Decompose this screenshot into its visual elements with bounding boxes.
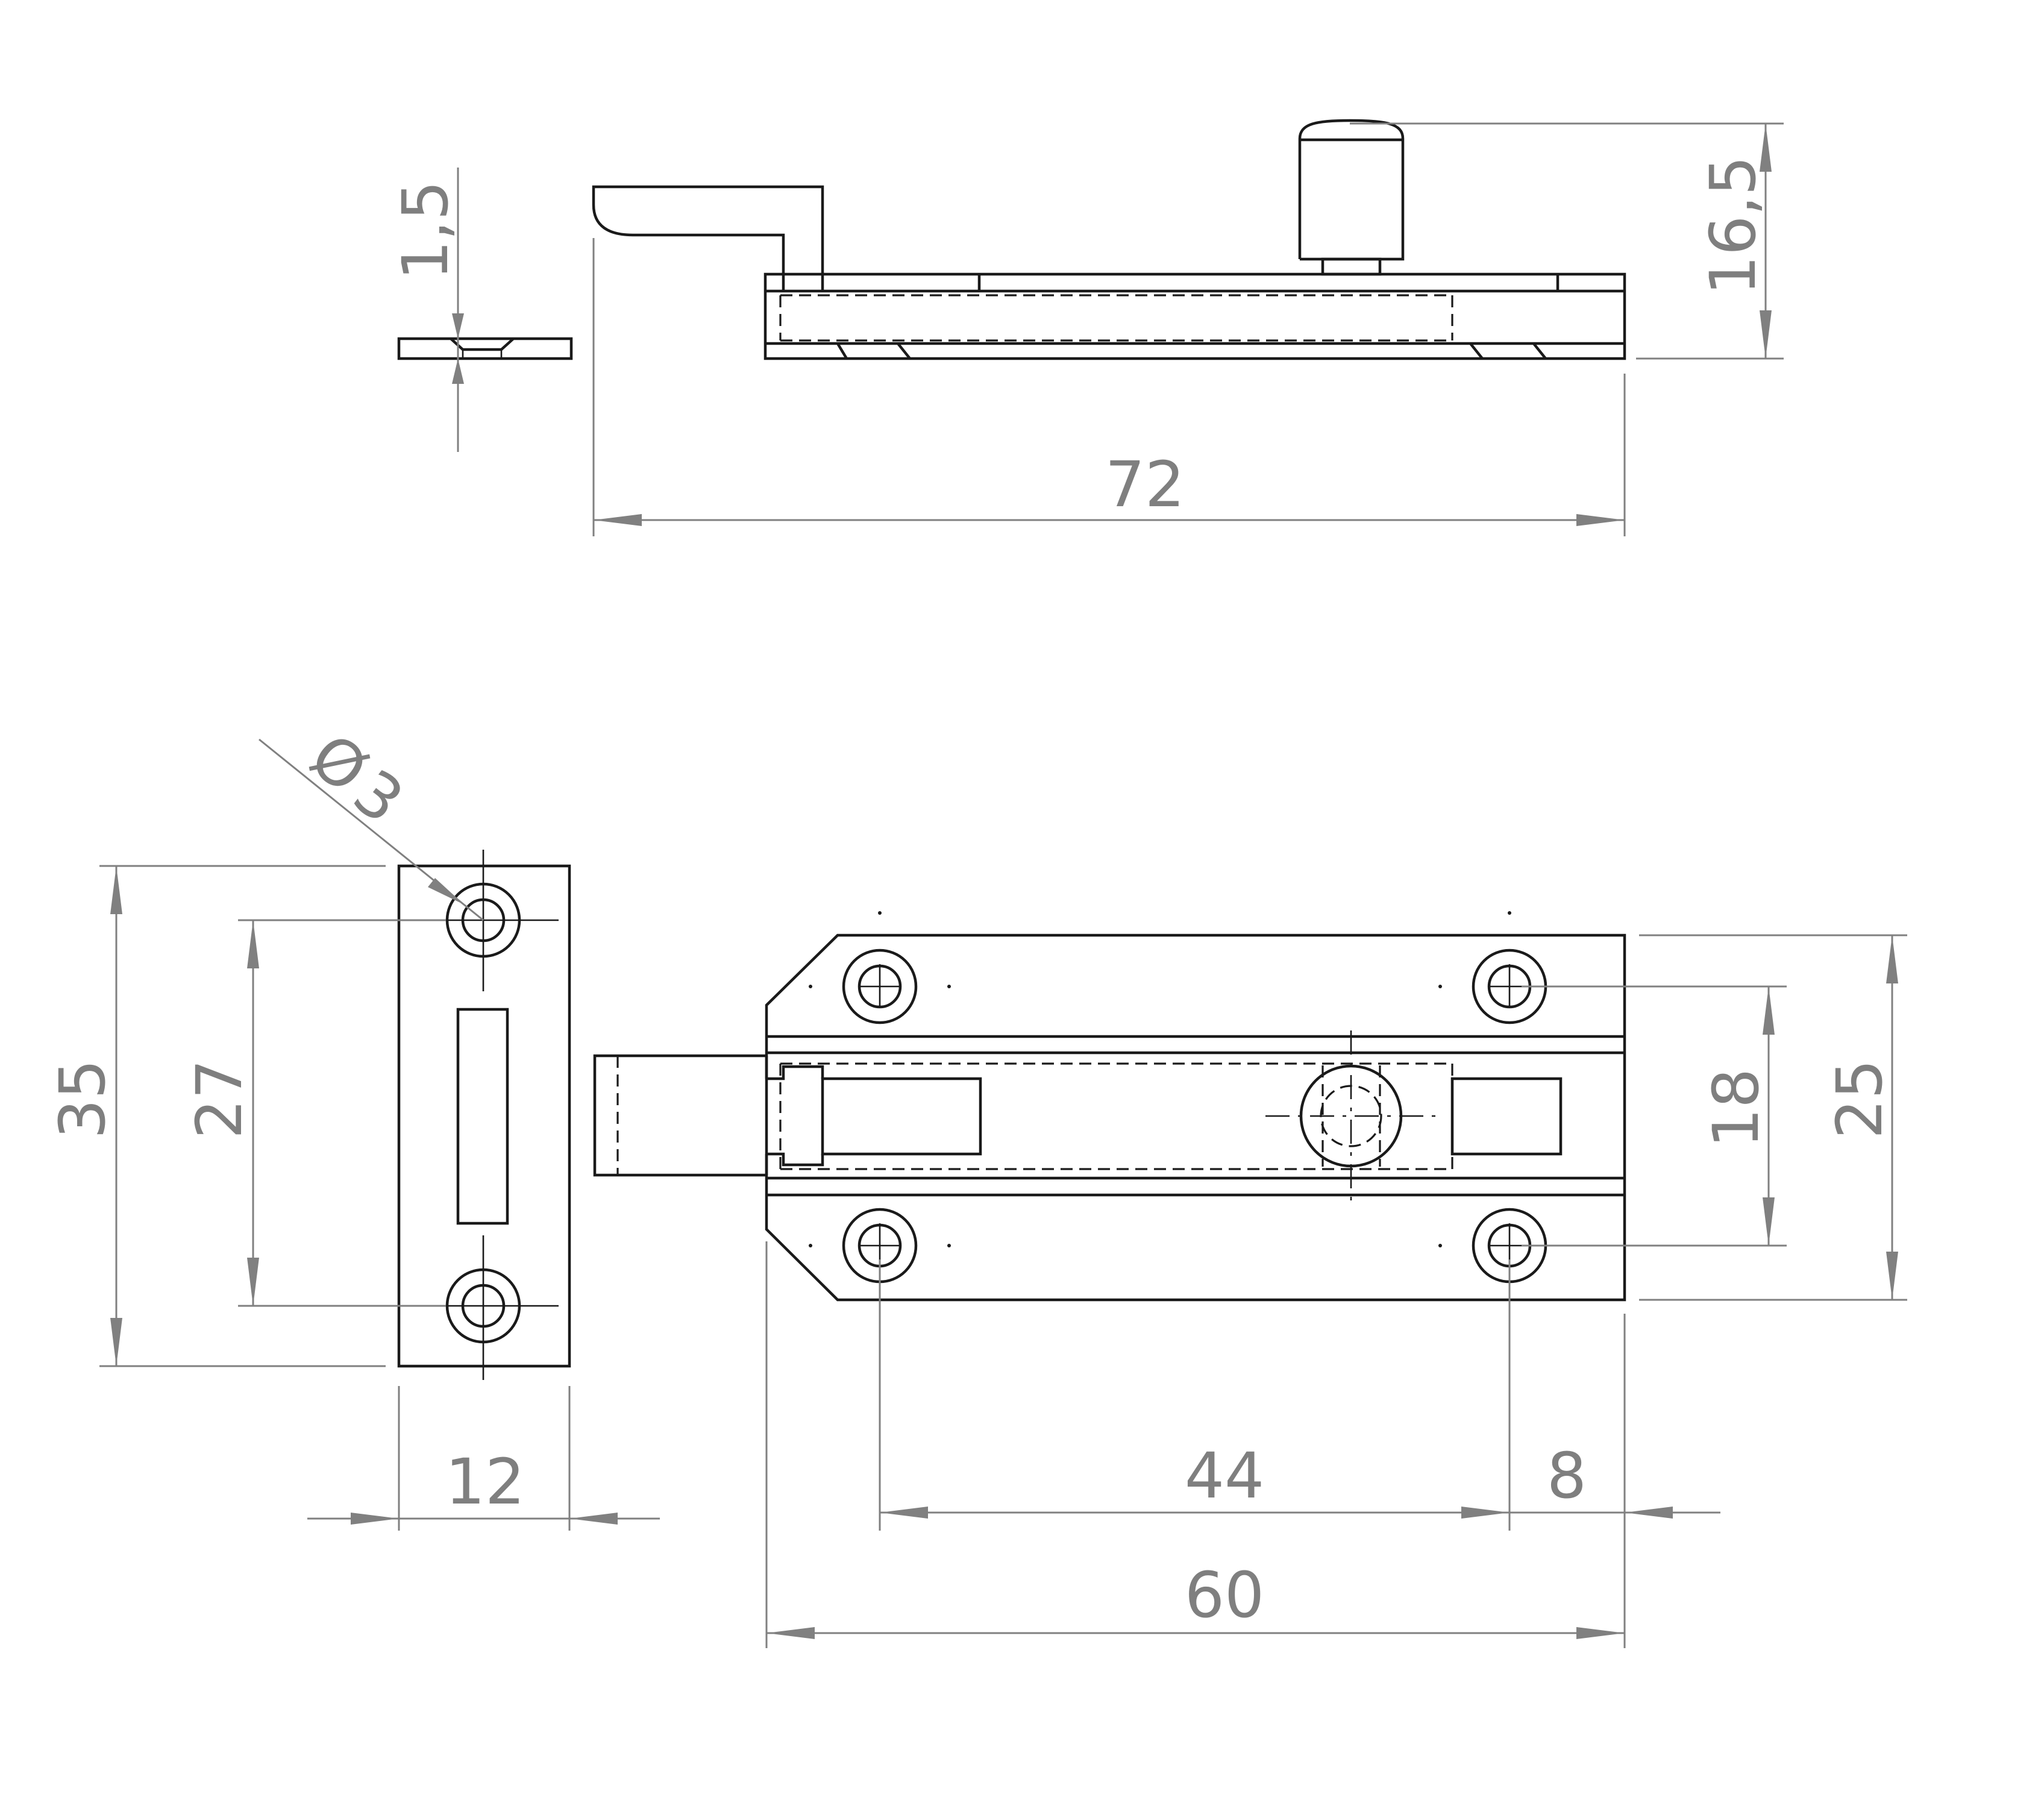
- bolt-end-front: [593, 1054, 824, 1177]
- keeper-front-view: [397, 850, 571, 1380]
- height-label: 16,5: [1696, 155, 1770, 295]
- dimension-bolt-hole-spacing: 18: [1522, 985, 1787, 1247]
- bolt-crank-side: [592, 185, 824, 291]
- overall-length-label: 72: [1105, 448, 1185, 521]
- side-view: [397, 119, 1626, 360]
- dimension-hole-diameter: Ø 3: [259, 720, 484, 921]
- bolt-knob-side: [1298, 119, 1405, 276]
- mount-hole-top-left: [842, 949, 918, 1024]
- plate-width-label: 25: [1823, 1059, 1896, 1139]
- dimension-keeper-width: 12: [307, 1386, 660, 1531]
- dimension-plate-length: 60: [765, 1241, 1625, 1648]
- thickness-label: 1,5: [389, 181, 462, 280]
- centerline-ticks: [809, 911, 1511, 1247]
- keeper-width-label: 12: [445, 1445, 525, 1519]
- plate-length-label: 60: [1185, 1558, 1264, 1632]
- hole-edge-label: 8: [1547, 1439, 1587, 1513]
- keeper-hole-spacing-label: 27: [183, 1059, 256, 1139]
- dimension-keeper-height: 35: [46, 865, 386, 1367]
- bolt-hole-spacing-label: 18: [1699, 1068, 1773, 1148]
- bolt-front-view: [593, 911, 1626, 1302]
- dimension-height: 16,5: [1350, 122, 1784, 360]
- bolt-hidden-front: [779, 1062, 1453, 1170]
- hole-pitch-label: 44: [1185, 1439, 1264, 1513]
- slot-left: [821, 1077, 982, 1156]
- bolt-hidden-side: [779, 290, 1625, 342]
- dimension-overall-length: 72: [592, 238, 1626, 536]
- dimension-hole-pitch: 44: [879, 1259, 1511, 1531]
- keeper-height-label: 35: [46, 1059, 119, 1139]
- dimension-plate-width: 25: [1639, 934, 1907, 1301]
- keeper-side-section: [397, 337, 573, 360]
- bolt-knob-front: [1265, 1030, 1440, 1202]
- dimension-keeper-hole-spacing: 27: [183, 919, 446, 1307]
- base-plate-side: [763, 272, 1626, 360]
- dimension-thickness: 1,5: [389, 168, 464, 452]
- base-plate-front: [765, 933, 1626, 1302]
- slot-right: [1450, 1077, 1563, 1156]
- dimension-hole-edge: 8: [1509, 1314, 1720, 1648]
